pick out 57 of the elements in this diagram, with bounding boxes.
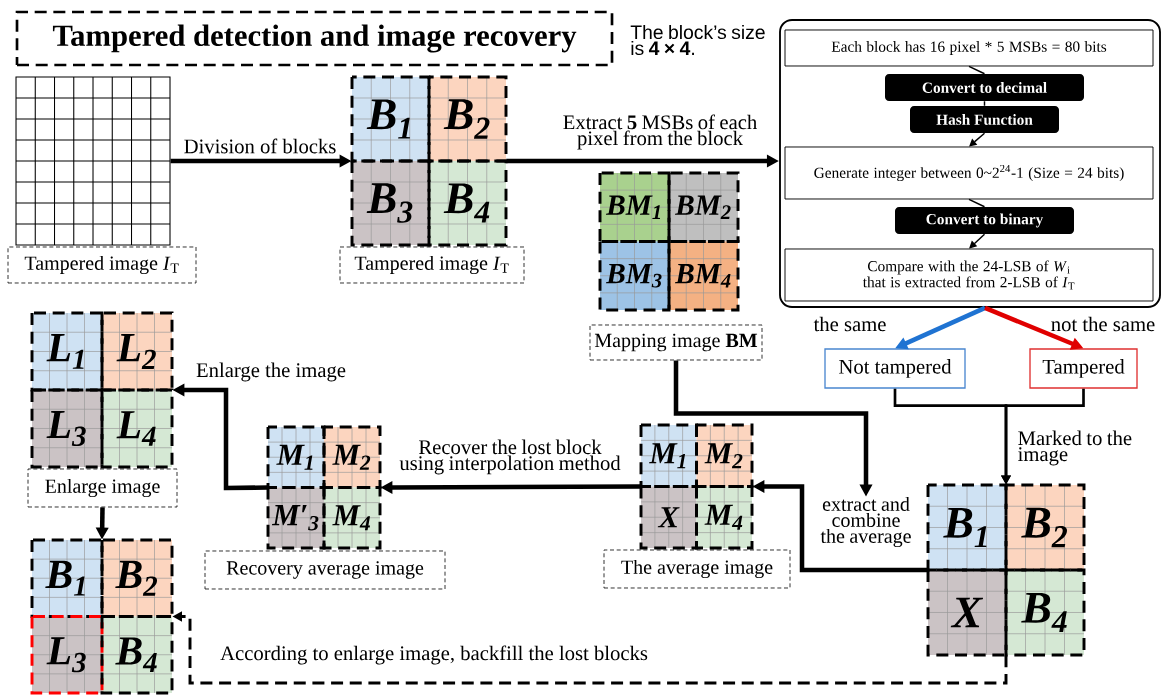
block-label: B$_{2}$: [1021, 507, 1067, 548]
block-label: L$_{2}$: [116, 334, 156, 369]
block-label: M′$_{3}$: [271, 505, 319, 531]
edge-label: Recover the lost block using interpolation method: [399, 439, 621, 475]
block-label: L$_{3}$: [46, 637, 86, 673]
block-label: M$_{4}$: [704, 504, 743, 530]
title-box: Tampered detection and image recovery: [15, 10, 614, 67]
block-label: B$_{1}$: [366, 99, 411, 139]
block-label: B$_{4}$: [115, 637, 157, 673]
block-label: BM$_{3}$: [605, 263, 662, 288]
edge-label: Extract 5 MSBs of each pixel from the block: [563, 114, 757, 150]
note-text: The block’s size is 4 × 4.: [630, 24, 765, 56]
edge-label: Marked to the image: [1018, 430, 1132, 466]
caption-box: Enlarge image: [27, 468, 178, 508]
block-label: L$_{3}$: [46, 410, 86, 447]
edge-label: not the same: [1051, 316, 1155, 332]
block-label: BM$_{2}$: [674, 195, 731, 219]
block-label: M$_{4}$: [332, 505, 370, 531]
block-label: BM$_{1}$: [605, 195, 661, 219]
arrow: [969, 132, 986, 147]
block-label: B$_{3}$: [366, 183, 413, 223]
block-label: B$_{2}$: [115, 560, 158, 596]
block-label: X: [950, 597, 984, 628]
caption-box: Mapping image BM: [589, 324, 763, 361]
process-box: Generate integer between 0~2$^{24}$-1 (Size = 24 bits): [784, 146, 1154, 200]
edge-label: Enlarge the image: [196, 362, 346, 382]
block-label: B$_{2}$: [443, 99, 490, 139]
pixel-grid-drawing: [15, 76, 171, 246]
process-box: Each block has 16 pixel * 5 MSBs = 80 bits: [784, 29, 1154, 67]
caption-box: Tampered image I$_{T}$: [339, 246, 525, 284]
result-box: Not tampered: [824, 348, 966, 389]
block-label: L$_{4}$: [116, 411, 156, 446]
process-box: Compare with the 24-LSB of W$_{i}$ that is extracted from 2-LSB of I$_{T}$: [784, 248, 1154, 302]
edge-label: According to enlarge image, backfill the lost blocks: [220, 645, 648, 665]
operation-box: Convert to decimal: [885, 74, 1084, 101]
operation-box: Hash Function: [910, 106, 1059, 133]
operation-box: Convert to binary: [895, 207, 1074, 234]
process-panel: [779, 19, 1161, 308]
block-label: M$_{1}$: [276, 444, 313, 470]
result-box: Tampered: [1029, 348, 1138, 389]
caption-box: Tampered image I$_{T}$: [7, 246, 197, 284]
block-label: B$_{4}$: [1021, 592, 1067, 633]
block-label: B$_{1}$: [943, 507, 987, 548]
block-label: M$_{1}$: [649, 443, 686, 469]
block-label: M$_{2}$: [332, 444, 371, 470]
arrow: [969, 233, 986, 249]
block-label: B$_{1}$: [45, 560, 85, 596]
edge-label: the same: [813, 316, 886, 332]
caption-box: Recovery average image: [204, 550, 446, 590]
block-label: L$_{1}$: [46, 334, 84, 369]
caption-box: The average image: [603, 549, 791, 589]
step-text: extract and combine the average: [820, 496, 911, 548]
block-label: X: [657, 507, 680, 528]
block-label: BM$_{4}$: [674, 264, 731, 288]
block-label: B$_{4}$: [443, 183, 490, 223]
edge-label: Division of blocks: [184, 138, 336, 154]
block-label: M$_{2}$: [704, 443, 743, 469]
